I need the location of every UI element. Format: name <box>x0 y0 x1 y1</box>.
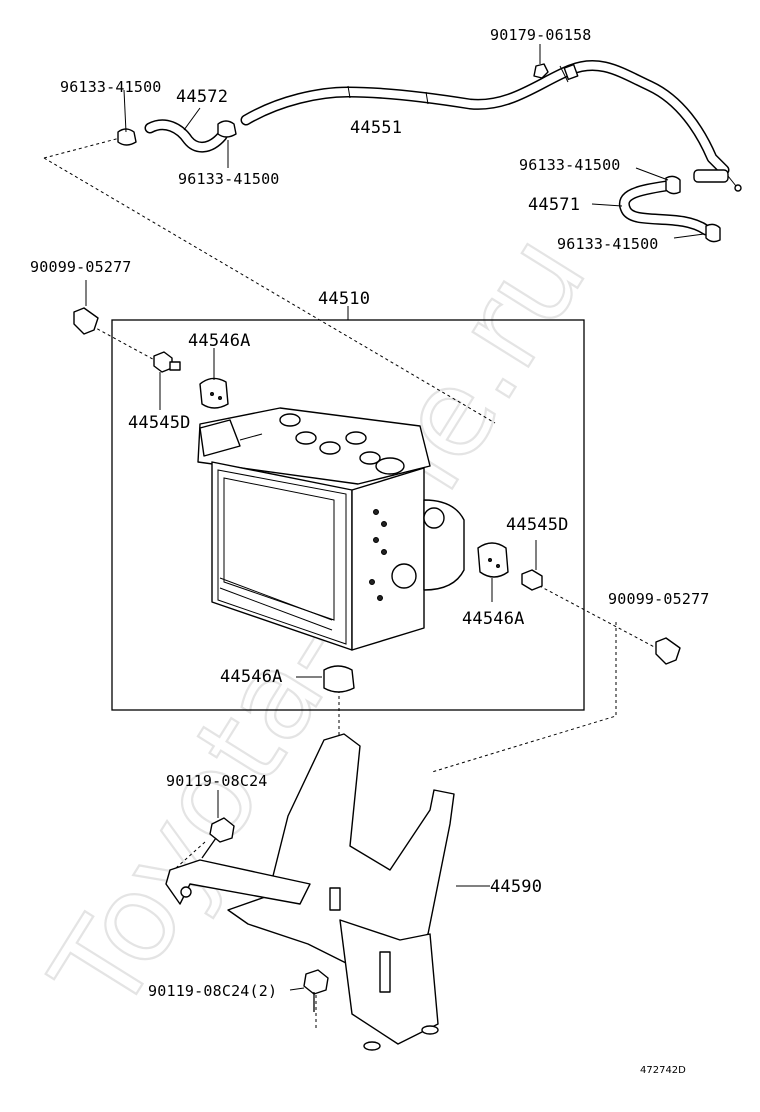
diagram-code: 472742D <box>640 1065 686 1076</box>
hose-44571 <box>591 167 721 243</box>
label-bolt-bracket-lower: 90119-08C24(2) <box>148 982 277 1000</box>
label-bolt-right: 90099-05277 <box>608 590 710 608</box>
abs-actuator-body <box>197 407 465 651</box>
label-clip-mid-left: 96133-41500 <box>178 170 280 188</box>
label-stud-right: 44545D <box>506 515 569 535</box>
part-labels: 96133-41500 44572 96133-41500 44551 9017… <box>30 26 710 1076</box>
label-stud-left: 44545D <box>128 413 191 433</box>
label-hose-44572: 44572 <box>176 87 228 107</box>
bolt-90119-08C24-lower <box>289 969 329 1012</box>
label-bolt-bracket-upper: 90119-08C24 <box>166 772 268 790</box>
bolt-90099-05277-right <box>655 637 681 665</box>
cushion-44546A-right <box>477 542 509 602</box>
bracket-44590 <box>165 733 490 1051</box>
label-bracket-44590: 44590 <box>490 877 542 897</box>
label-cushion-lower: 44546A <box>220 667 283 687</box>
label-clip-top-left: 96133-41500 <box>60 78 162 96</box>
brake-tube-44551 <box>240 60 742 192</box>
cushion-44546A-lower <box>296 665 355 693</box>
stud-44545D-right <box>521 540 543 591</box>
label-clip-right-lower: 96133-41500 <box>557 235 659 253</box>
nut-90179-06158 <box>533 44 549 79</box>
bolt-90099-05277-left <box>73 280 99 335</box>
label-tube-44551: 44551 <box>350 118 402 138</box>
label-cushion-right: 44546A <box>462 609 525 629</box>
guide-lines <box>43 137 661 1030</box>
bolt-90119-08C24-upper <box>201 790 235 859</box>
label-actuator-44510: 44510 <box>318 289 370 309</box>
label-nut-top: 90179-06158 <box>490 26 592 44</box>
hose-44572 <box>117 89 237 168</box>
stud-44545D-left <box>153 351 181 410</box>
label-cushion-upper: 44546A <box>188 331 251 351</box>
label-bolt-left: 90099-05277 <box>30 258 132 276</box>
label-clip-right-upper: 96133-41500 <box>519 156 621 174</box>
cushion-44546A-upper <box>199 348 229 409</box>
label-hose-44571: 44571 <box>528 195 580 215</box>
